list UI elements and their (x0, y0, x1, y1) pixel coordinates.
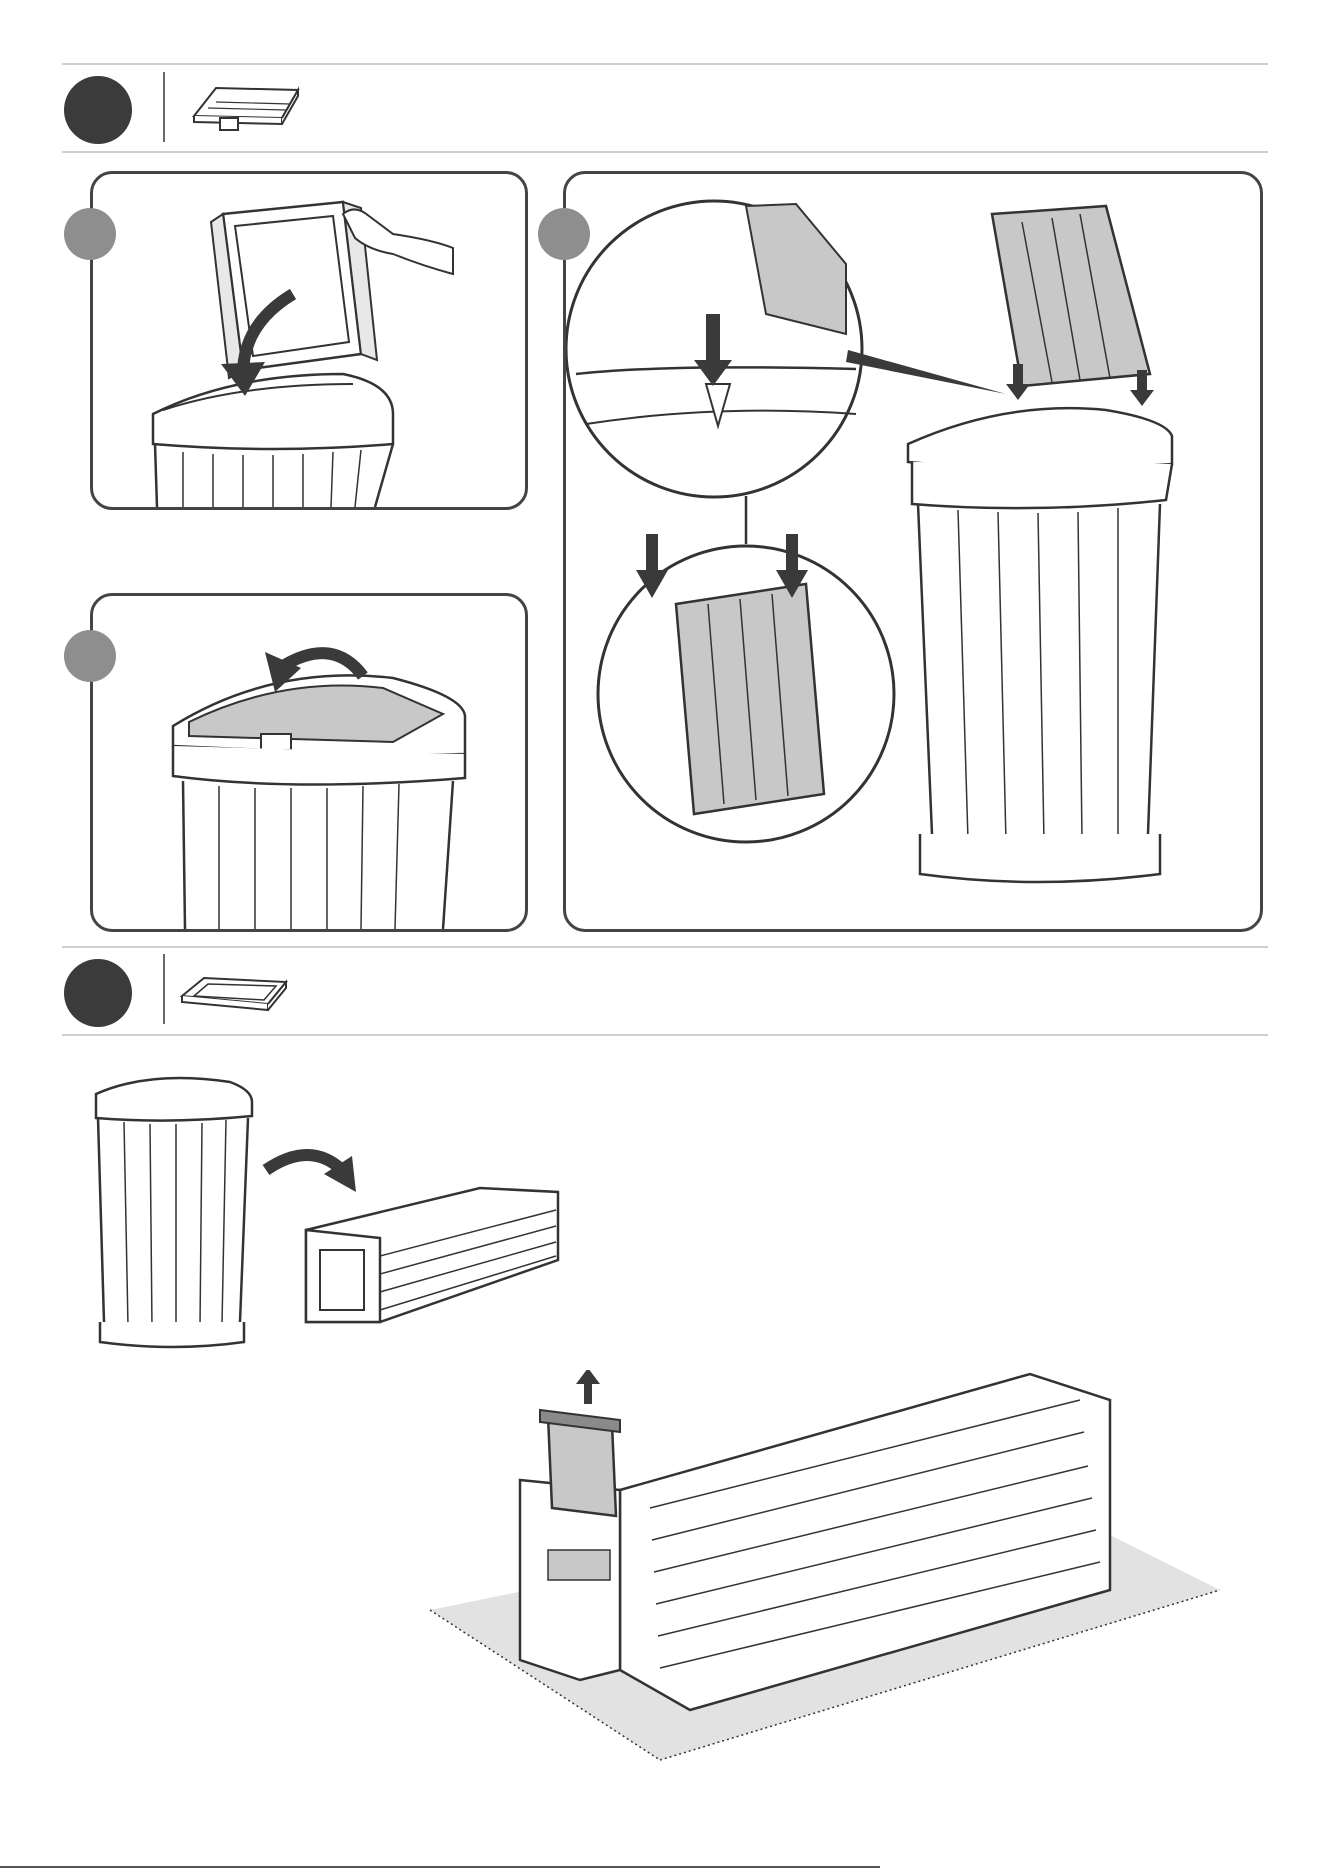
step-2-number-disc (64, 959, 132, 1027)
substep-c-disc (538, 208, 590, 260)
header-rule-bottom-2 (62, 1034, 1268, 1036)
header-separator-1 (163, 72, 165, 142)
substep-b-disc (64, 630, 116, 682)
tray-frame-part-icon (176, 970, 296, 1030)
close-lid-illustration (93, 596, 525, 929)
header-separator-2 (163, 954, 165, 1024)
header-rule-bottom-1 (62, 151, 1268, 153)
step-1-number-disc (64, 76, 132, 144)
panel-close-lid (90, 593, 528, 932)
lid-panel-part-icon (186, 82, 306, 142)
page-bottom-rule (0, 1866, 880, 1868)
tip-bin-over-illustration (80, 1060, 580, 1370)
attach-lid-illustration (566, 174, 1260, 929)
panel-install-lid (90, 171, 528, 510)
remove-slide-panel-illustration (420, 1370, 1240, 1790)
panel-attach-lid-hinge (563, 171, 1263, 932)
header-rule-top-1 (62, 63, 1268, 65)
install-lid-illustration (93, 174, 525, 507)
substep-a-disc (64, 208, 116, 260)
header-rule-top-2 (62, 946, 1268, 948)
